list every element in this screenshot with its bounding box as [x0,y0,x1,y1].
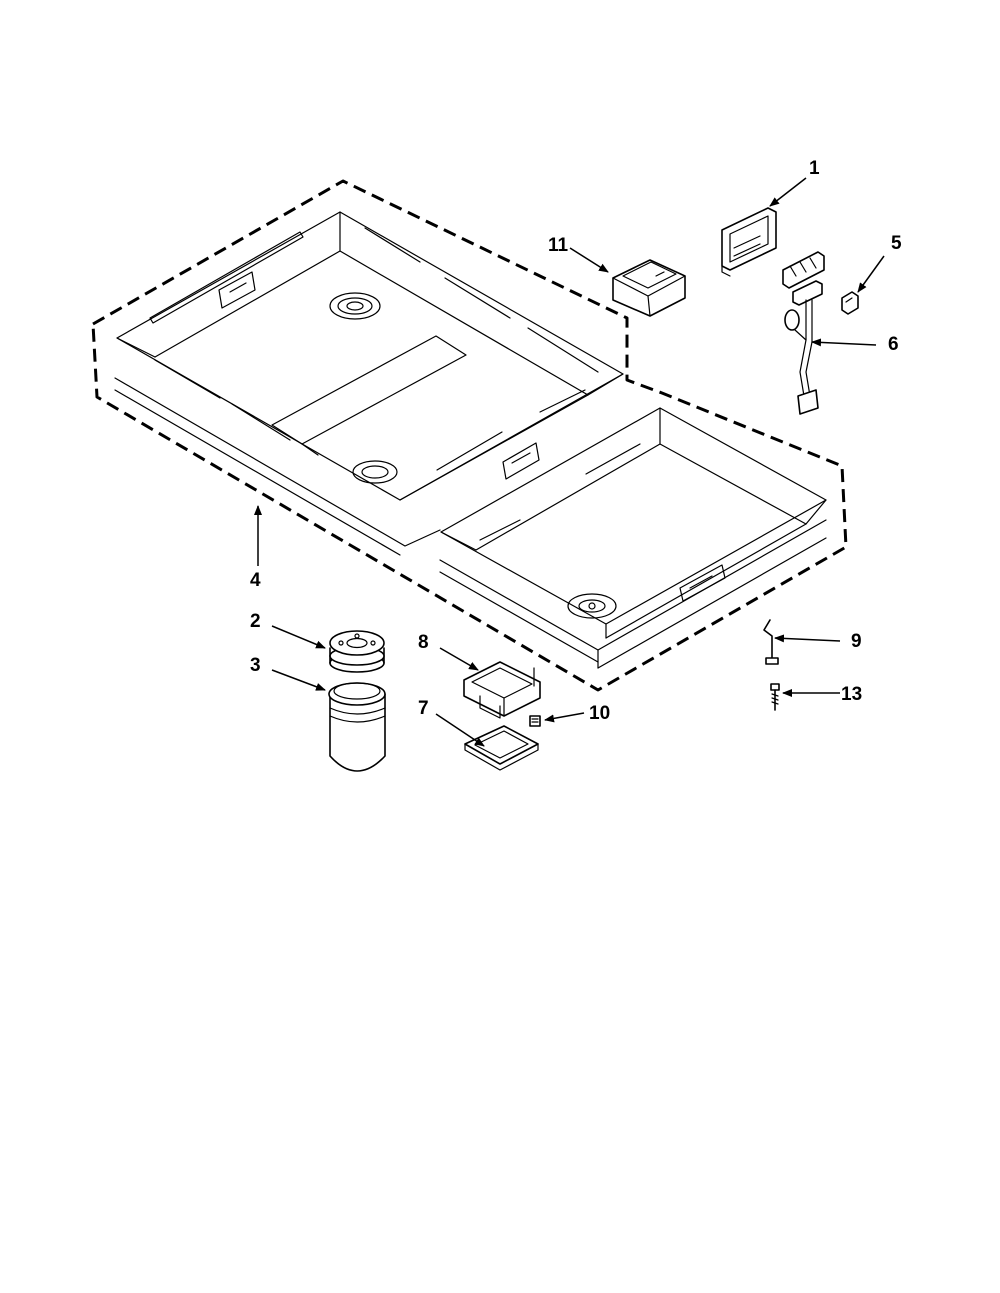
part-3-duct [328,682,386,772]
part-5-connector [841,291,859,315]
callout-7: 7 [418,698,429,719]
callout-10: 10 [589,703,610,724]
leader-6 [811,338,877,347]
part-7-lens [464,725,539,771]
leader-7 [435,713,485,747]
leader-2 [271,625,326,649]
leader-10 [544,712,585,723]
part-10-screw [529,715,541,727]
callout-1: 1 [809,158,820,179]
part-2-collar [329,630,385,673]
callout-2: 2 [250,611,261,632]
callout-5: 5 [891,233,902,254]
part-13-screw [770,683,780,711]
part-9-clip [763,619,779,665]
part-6-wiring-harness [782,251,825,415]
leader-8 [439,647,479,671]
leader-3 [271,669,326,691]
leader-lines [254,177,885,747]
callout-8: 8 [418,632,429,653]
callout-9: 9 [851,631,862,652]
leader-9 [774,634,841,643]
right-compartment [440,407,827,639]
leader-11 [569,247,609,273]
part-8-light-housing [463,661,541,719]
part-1-bracket [721,207,777,277]
part-11-junction-box [612,259,686,317]
callout-4: 4 [250,570,261,591]
hood-liner-assembly [91,179,848,692]
callout-labels: 1 2 3 4 5 6 7 8 9 10 11 13 [250,158,902,724]
leader-5 [857,255,885,293]
liner-dashed-outline [91,179,848,692]
callout-6: 6 [888,334,899,355]
leader-1 [769,177,807,207]
callout-13: 13 [841,684,862,705]
callout-11: 11 [548,235,569,256]
callout-3: 3 [250,655,261,676]
left-compartment [116,211,624,501]
